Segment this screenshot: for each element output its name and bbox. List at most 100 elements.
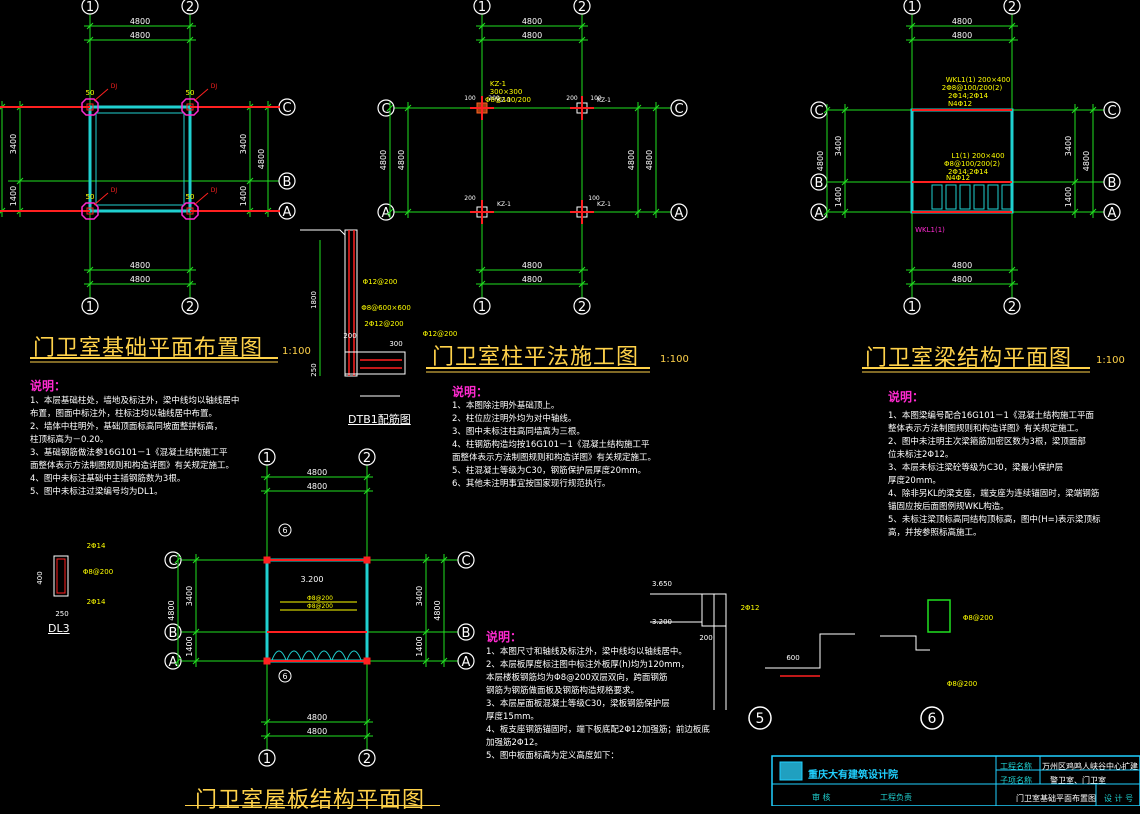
dim-side-total: 4800 [167,600,176,620]
sec5-bubble [748,706,772,730]
note-line: 3、图中未标注柱高同墙高为三根。 [452,427,585,437]
note-line: 5、柱混凝土等级为C30，钢筋保护层厚度20mm。 [452,466,647,476]
dim-tick [440,657,448,665]
dim-tick [386,104,394,112]
dl3-stirrup-label: Φ8@200 [83,568,113,576]
dim-tick [1089,208,1097,216]
dtb1-height: 1800 [310,291,318,309]
dim-tick [363,473,371,481]
roof-rebar-label: Φ8@200 [307,595,333,602]
dim-tick [263,718,271,726]
note-line: 本层楼板钢筋均为Φ8@200双层双向，跨面钢筋 [486,673,668,683]
dim-side-total: 4800 [816,151,825,171]
leader [93,192,109,206]
sec6-bottom: Φ8@200 [947,680,977,688]
beam-tag-bars: 2Φ14;2Φ14 [948,92,989,100]
axis-right-A [670,203,688,221]
dim-tick [1008,280,1016,288]
dim-tick [908,22,916,30]
roof-arc-3 [316,650,332,661]
note-line: 4、板支座钢筋锚固时，端下板底配2Φ12加强筋；前边板底 [486,725,710,735]
column-kz-size: 300×300 [490,88,523,96]
axis-right-B-label: B [462,626,471,641]
beam-window-1 [945,184,957,210]
sec5-level-low: 3.200 [652,618,672,626]
notes-header-beam: 说明： [888,390,925,404]
title-foundation-plan: 门卫室基础平面布置图 [33,336,264,361]
column-kz-label: KZ-1 [497,201,511,208]
foundation-wall [88,105,192,213]
note-line: 面整体表示方法制图规则和构造详图》有关规定施工。 [30,461,235,471]
notes-header-column: 说明： [452,385,489,399]
dim-side-lower: 1400 [1064,187,1073,207]
dim-tick [1071,178,1079,186]
note-line: 5、图中板面标高为定义高度如下： [486,751,619,761]
dim-bottom-1: 4800 [952,275,972,284]
titleblock-stamp-lead: 工程负责 [880,793,912,802]
axis-left-C-label: C [168,554,177,569]
beam-window-0 [931,184,943,210]
dim-bottom-0: 4800 [130,261,150,270]
axis-left-C-label: C [381,102,390,117]
note-line: 1、本图除注明外基础顶上。 [452,401,560,411]
dim-tick [841,178,849,186]
roof-arc-0 [271,650,287,661]
dim-side-lower: 1400 [834,187,843,207]
dim-tick [440,556,448,564]
axis-right-A [457,652,475,670]
foundation-col-dim: 50 [86,89,95,97]
dtb1-label-1: Φ12@200 [363,278,398,286]
sec6-slab [880,635,930,651]
titleblock-project: 万州区鸡鸣人峡谷中心扩建 [1042,762,1138,771]
dim-tick [1008,36,1016,44]
axis-right-C [457,551,475,569]
scale-foundation: 1:100 [282,346,311,357]
dim-bottom-1: 4800 [130,275,150,284]
axis-top-2-label: 2 [186,0,194,15]
axis-left-A [377,203,395,221]
axis-right-B [1103,173,1121,191]
dim-tick [363,732,371,740]
axis-bottom-2 [358,749,376,767]
titleblock-frame [771,755,1140,806]
sec6-label: 6 [928,711,937,727]
axis-bottom-2 [573,297,591,315]
note-line: 整体表示方法制图规则和构造详图》有关规定施工。 [888,424,1084,434]
axis-top-2 [573,0,591,15]
roof-column-0 [263,556,271,564]
dim-top-0: 4800 [130,17,150,26]
dim-tick [404,104,412,112]
note-line: 厚度15mm。 [486,712,539,722]
note-line: 4、图中未标注基础中主插钢筋数为3根。 [30,474,186,484]
dim-bottom-1: 4800 [522,275,542,284]
note-line: 厚度20mm。 [888,476,941,486]
beam-window-3 [973,184,985,210]
dl3-bottom-bars: 2Φ14 [87,598,106,606]
note-line: 1、本图梁编号配合16G101－1《混凝土结构施工平面 [888,411,1094,421]
dim-bottom-1: 4800 [307,727,327,736]
dim-tick [174,556,182,564]
axis-right-C [670,99,688,117]
dtb1-ground [300,229,346,236]
dtb1-200: 200 [343,332,356,340]
note-line: 6、其他未注明事宜按国家现行规范执行。 [452,479,611,489]
dim-tick [186,266,194,274]
note-line: 4、柱钢筋构造均按16G101－1《混凝土结构施工平 [452,440,650,450]
axis-left-C [377,99,395,117]
beam-tag-l1-n: N4Φ12 [946,174,970,182]
beam-window-2 [959,184,971,210]
dim-side-total: 4800 [379,150,388,170]
axis-left-A-label: A [382,206,391,221]
roof-column-3 [363,657,371,665]
axis-bottom-1-label: 1 [908,300,916,315]
column-kz-label: KZ-1 [497,97,511,104]
axis-top-2 [358,448,376,466]
dim-tick [908,36,916,44]
roof-arc-1 [286,650,302,661]
dim-tick [634,104,642,112]
foundation-tag: DJ [211,187,218,194]
dim-tick [192,657,200,665]
foundation-column-1 [186,103,194,111]
dim-tick [186,22,194,30]
